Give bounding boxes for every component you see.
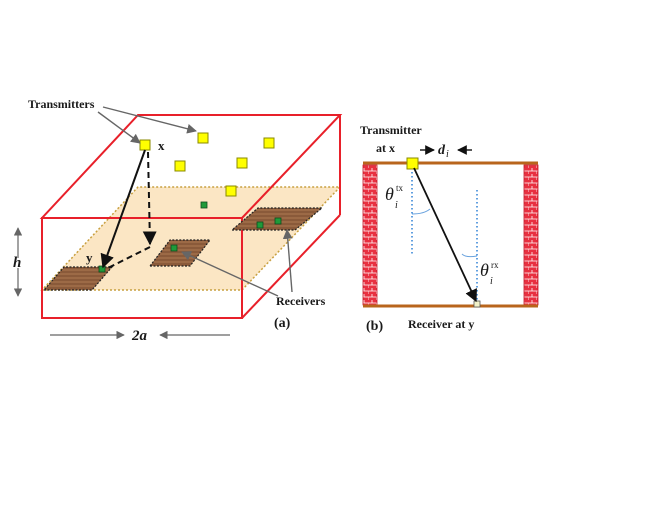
theta-tx-sup: tx xyxy=(396,183,404,193)
tx-rx-path-arrow xyxy=(413,167,477,303)
right-wall xyxy=(523,164,539,306)
receiver-at-y-label: Receiver at y xyxy=(408,317,474,331)
height-label: h xyxy=(13,255,21,271)
caption-a: (a) xyxy=(274,316,291,331)
room-cross-section-figure: Transmitter at x d i θ tx i θ rx i (b) R… xyxy=(360,123,539,334)
theta-rx-sub: i xyxy=(490,276,493,287)
receiver-marker xyxy=(274,217,282,225)
left-wall xyxy=(362,164,378,306)
theta-tx-arc xyxy=(411,208,431,215)
receiver-marker xyxy=(200,201,208,209)
theta-rx-arc xyxy=(461,253,478,258)
receivers-label: Receivers xyxy=(276,294,326,308)
receiver-marker xyxy=(98,265,106,273)
direct-path-arrow xyxy=(100,149,146,269)
transmitter-marker xyxy=(139,139,151,151)
projection-dashed-line xyxy=(142,151,157,246)
receiver-marker xyxy=(256,221,264,229)
receivers-pointer-arrow xyxy=(282,229,293,293)
room-box-edges xyxy=(39,114,343,319)
transmitter-marker xyxy=(225,185,237,197)
x-point-label: x xyxy=(158,138,165,153)
width-label: 2a xyxy=(131,328,148,344)
d-label: d xyxy=(438,143,446,158)
receiver-marker xyxy=(473,300,481,308)
transmitter-label: Transmitter xyxy=(360,123,422,137)
receivers-pointer-arrow xyxy=(181,251,279,297)
room-3d-figure: Transmitters x y Receivers h 2a (a) xyxy=(13,97,343,344)
transmitter-marker xyxy=(236,157,248,169)
receiver-patch-middle xyxy=(148,239,212,267)
d-sub: i xyxy=(446,149,449,160)
transmitters-pointer-arrow xyxy=(102,106,197,134)
floor-dashed-line xyxy=(107,246,151,269)
transmitters xyxy=(139,132,275,197)
theta-tx-sub: i xyxy=(395,200,398,211)
receivers xyxy=(98,201,282,273)
theta-rx-sup: rx xyxy=(491,260,499,270)
transmitter-marker xyxy=(174,160,186,172)
transmitter-marker xyxy=(197,132,209,144)
transmitters-pointer-arrow xyxy=(97,111,141,144)
transmitter-at-x-label: at x xyxy=(376,141,395,155)
receiver-marker xyxy=(170,244,178,252)
transmitter-marker xyxy=(263,137,275,149)
transmitters-label: Transmitters xyxy=(28,97,95,111)
theta-rx-symbol: θ xyxy=(480,260,489,280)
caption-b: (b) xyxy=(366,319,383,334)
transmitter-marker xyxy=(406,157,419,170)
y-point-label: y xyxy=(86,250,93,265)
theta-tx-symbol: θ xyxy=(385,184,394,204)
